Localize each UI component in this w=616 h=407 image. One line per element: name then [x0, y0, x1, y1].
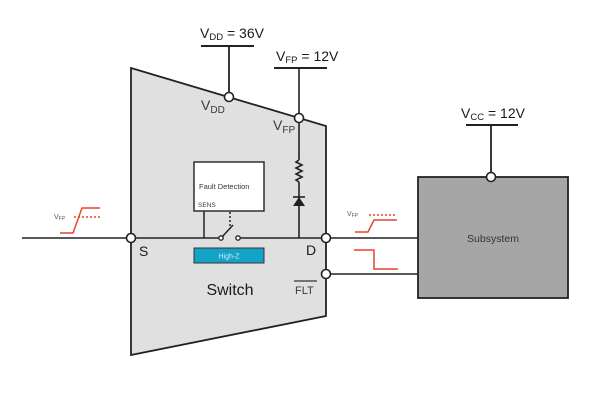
switch-contact-right [235, 235, 241, 241]
sens-label: SENS [198, 202, 216, 209]
resistor-symbol [294, 159, 304, 183]
input-rising-edge [60, 207, 100, 234]
high-z-indicator [193, 247, 265, 264]
diode-symbol [293, 197, 305, 206]
subsystem-block [417, 176, 569, 299]
fault-detection-title: Fault Detection [199, 182, 249, 191]
input-waveform: VFP [54, 207, 100, 234]
vdd-pin-label: VDD [201, 97, 225, 116]
drain-rising-edge [355, 219, 397, 233]
drain-output-waveform: VFP [347, 211, 397, 233]
vdd-pin-node [223, 91, 235, 103]
switch-title: Switch [206, 282, 253, 299]
drain-pin-node [320, 232, 332, 244]
flt-pin-node [320, 268, 332, 280]
source-pin-label: S [139, 243, 148, 259]
vdd-supply-label: VDD = 36V [200, 25, 265, 43]
input-vfp-label: VFP [54, 214, 66, 222]
vfp-pin-label: VFP [273, 117, 295, 136]
fault-detection-block [193, 161, 265, 212]
high-z-label: High-Z [218, 254, 240, 261]
switch-blade [221, 224, 234, 238]
vcc-supply-label: VCC = 12V [461, 105, 526, 123]
vfp-pin-node [293, 112, 305, 124]
flt-falling-edge [354, 249, 398, 270]
source-pin-node [125, 232, 137, 244]
drain-vfp-label: VFP [347, 211, 359, 219]
flt-pin-label: FLT [295, 285, 314, 297]
vcc-pin-node [485, 171, 497, 183]
subsystem-title: Subsystem [467, 233, 519, 245]
drain-pin-label: D [306, 242, 316, 258]
vfp-supply-label: VFP = 12V [276, 48, 339, 66]
